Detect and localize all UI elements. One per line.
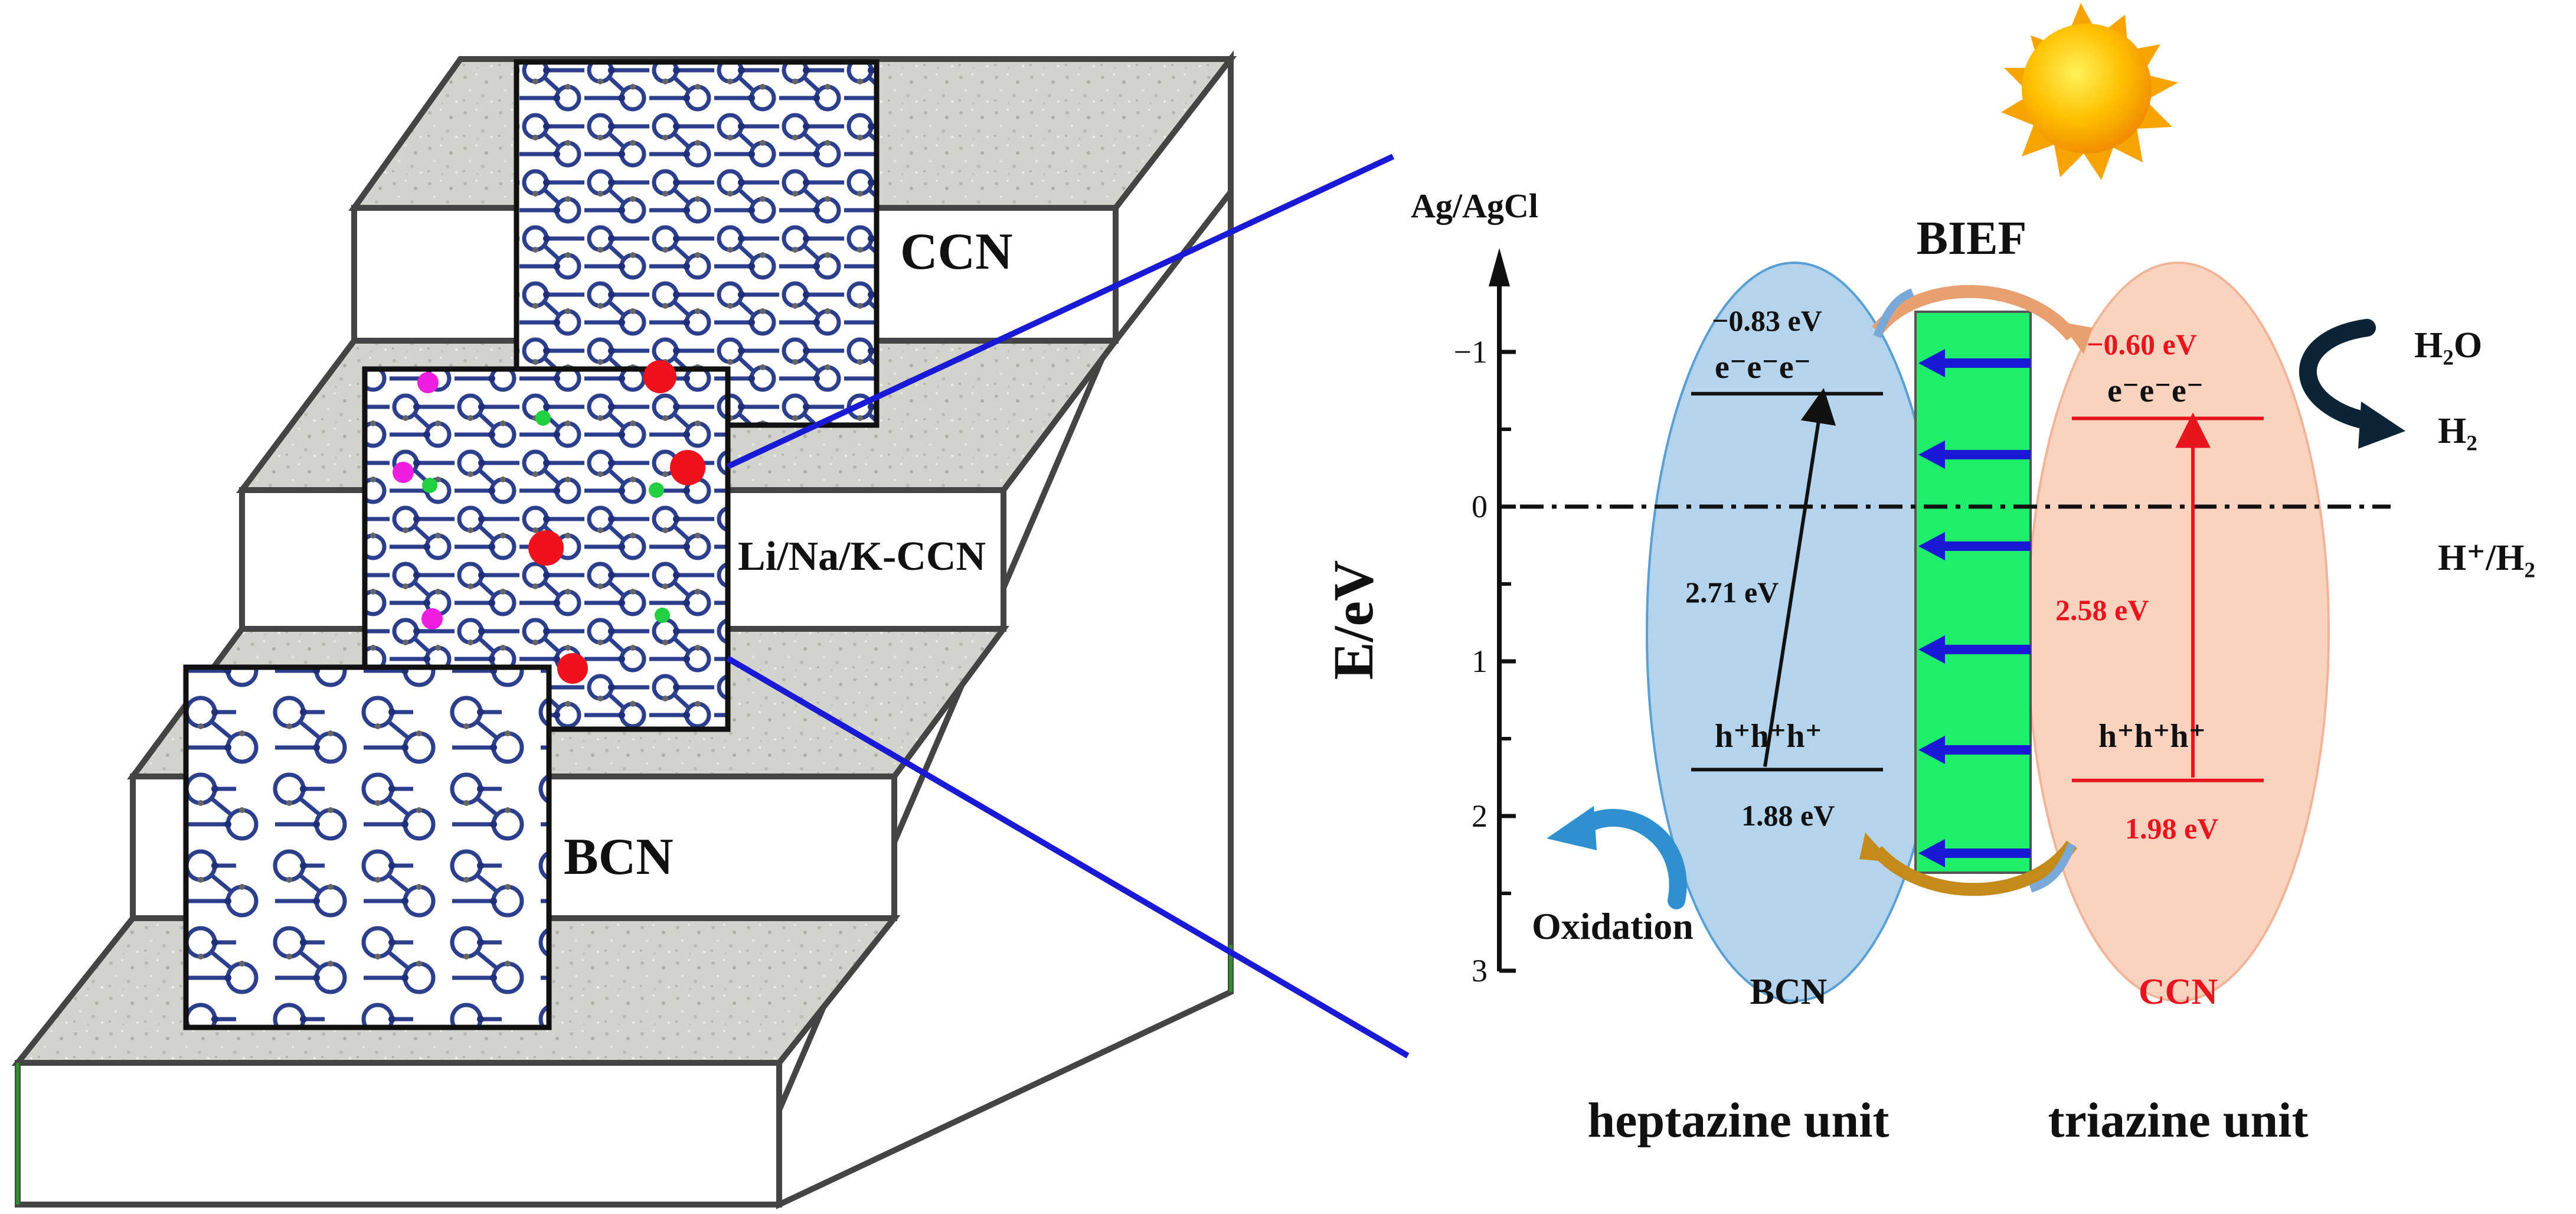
bcn-cb-value: −0.83 eV	[1712, 304, 1822, 337]
bcn-name: BCN	[1750, 972, 1828, 1012]
ccn-structure-image	[514, 59, 880, 428]
energy-band-diagram: Ag/AgCl −1 0 1 2 3 E/eV BIEF	[1322, 3, 2535, 1148]
oxidation-curved-arrow	[1547, 806, 1687, 909]
field-arrow-head	[1918, 736, 1945, 764]
k-ion-dot	[643, 360, 676, 393]
ccn-unit-label: triazine unit	[2048, 1093, 2309, 1148]
field-arrow-head	[1918, 349, 1945, 377]
na-ion-dot	[655, 608, 670, 623]
layer-label-bcn: BCN	[564, 828, 674, 886]
field-arrow-head	[1918, 839, 1945, 867]
field-arrow-head	[1918, 440, 1945, 469]
k-ion-dot	[528, 530, 564, 566]
product-hydrogen: H₂	[2438, 411, 2477, 451]
ccn-name: CCN	[2139, 972, 2218, 1012]
reduction-curved-arrow	[2299, 319, 2405, 449]
ccn-gap-value: 2.58 eV	[2055, 593, 2149, 626]
li-ion-dot	[421, 608, 443, 629]
li-ion-dot	[393, 462, 414, 483]
bief-field-bar	[1914, 311, 2032, 874]
hole-transfer-arrow	[1859, 833, 2078, 896]
y-tick-label: −1	[1454, 334, 1488, 370]
y-tick-label: 2	[1472, 798, 1488, 834]
ccn-holes: h⁺h⁺h⁺	[2098, 718, 2206, 755]
ccn-electrons: e⁻e⁻e⁻	[2107, 373, 2204, 409]
bcn-gap-value: 2.71 eV	[1685, 576, 1779, 609]
na-ion-dot	[535, 410, 551, 426]
na-ion-dot	[649, 482, 664, 498]
ccn-cb-value: −0.60 eV	[2087, 328, 2197, 361]
bcn-structure-image	[183, 664, 552, 1030]
sun-icon	[2001, 3, 2178, 180]
k-ion-dot	[670, 450, 705, 485]
na-ion-dot	[422, 478, 437, 493]
y-tick-label: 0	[1472, 489, 1488, 524]
y-axis-title: E/eV	[1322, 560, 1385, 680]
y-tick-label: 3	[1472, 953, 1488, 988]
reference-electrode-label: Ag/AgCl	[1411, 187, 1538, 225]
ccn-vb-value: 1.98 eV	[2125, 812, 2218, 845]
electron-transfer-arrow	[1872, 285, 2093, 354]
oxidation-label: Oxidation	[1532, 905, 1694, 947]
field-arrow-head	[1918, 635, 1945, 664]
bcn-gap-arrow	[1763, 388, 1836, 767]
field-arrow-head	[1918, 532, 1945, 560]
layer-label-doped-ccn: Li/Na/K-CCN	[738, 534, 986, 579]
y-axis-arrowhead	[1489, 248, 1510, 286]
zoom-callout-lines	[726, 154, 1410, 1059]
k-ion-dot	[557, 653, 588, 684]
field-arrows	[1918, 349, 2031, 867]
band-edges	[1691, 388, 2264, 782]
bief-label: BIEF	[1917, 213, 2027, 265]
bcn-holes: h⁺h⁺h⁺	[1715, 718, 1822, 755]
li-ion-dot	[417, 372, 439, 393]
redox-reference-label: H⁺/H₂	[2438, 538, 2535, 578]
bcn-unit-label: heptazine unit	[1587, 1093, 1889, 1148]
y-tick-label: 1	[1472, 644, 1488, 679]
layered-structure: CCN Li/Na/K-CCN BCN	[11, 50, 1237, 1209]
bcn-electrons: e⁻e⁻e⁻	[1715, 349, 1811, 386]
y-axis-ticks: −1 0 1 2 3	[1454, 334, 1516, 988]
layer-label-ccn: CCN	[900, 223, 1013, 280]
bcn-vb-value: 1.88 eV	[1741, 799, 1835, 832]
reactant-water: H₂O	[2414, 325, 2482, 365]
